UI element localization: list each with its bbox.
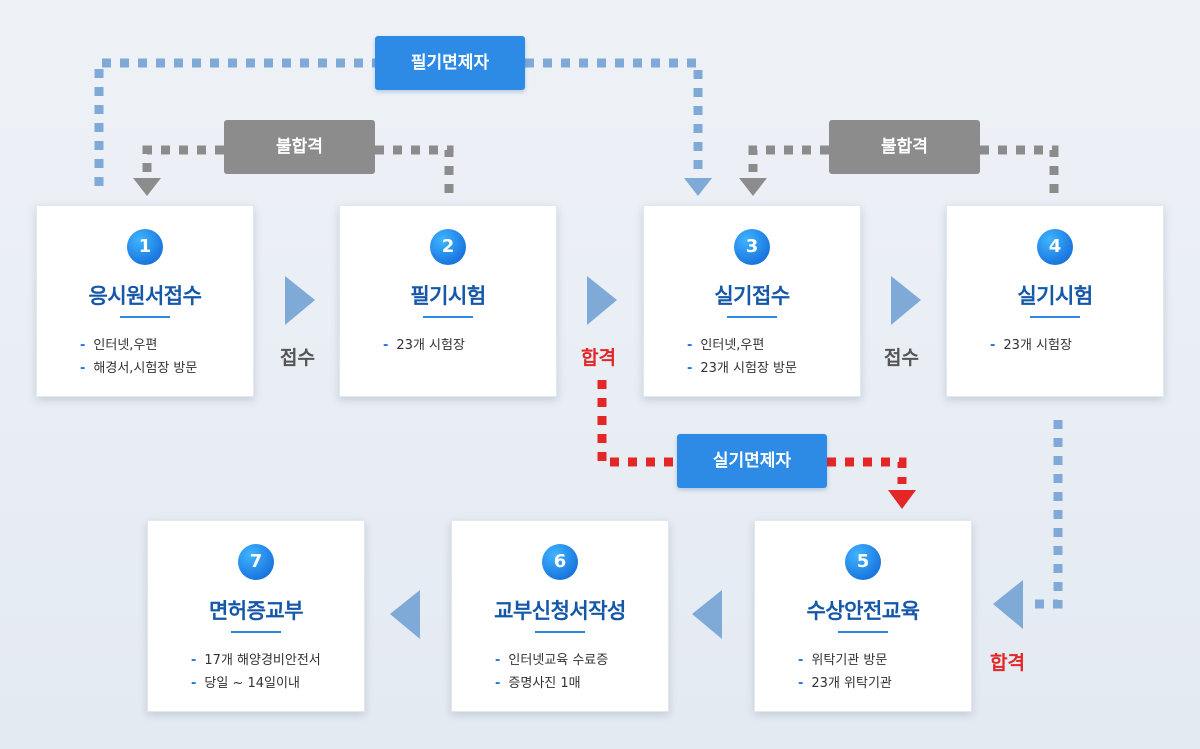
list-item: -인터넷,우편 (80, 338, 158, 353)
written-exempt-arrowhead (684, 178, 712, 196)
step-number-badge: 3 (734, 229, 770, 265)
step-title: 실기시험 (1017, 284, 1093, 308)
list-item-text: 인터넷,우편 (93, 338, 158, 353)
step-title: 수상안전교육 (806, 599, 920, 623)
step-detail-list: -인터넷교육 수료증 -증명사진 1매 (452, 649, 668, 695)
step-card-1: 1 응시원서접수 -인터넷,우편 -해경서,시험장 방문 (36, 205, 254, 397)
title-underline (727, 316, 777, 318)
step-number-badge: 7 (238, 544, 274, 580)
step-card-6: 6 교부신청서작성 -인터넷교육 수료증 -증명사진 1매 (451, 520, 669, 712)
list-item-text: 증명사진 1매 (508, 676, 581, 691)
title-underline (535, 631, 585, 633)
flow-arrow-3-4 (891, 276, 921, 325)
step-title: 응시원서접수 (88, 284, 202, 308)
list-item-text: 17개 해양경비안전서 (204, 653, 321, 668)
step-detail-list: -위탁기관 방문 -23개 위탁기관 (755, 649, 971, 695)
receipt-label-2: 접수 (884, 347, 919, 369)
step-number-badge: 5 (845, 544, 881, 580)
flow-arrow-4-5 (993, 580, 1023, 629)
list-item: -위탁기관 방문 (798, 653, 888, 668)
step-card-5: 5 수상안전교육 -위탁기관 방문 -23개 위탁기관 (754, 520, 972, 712)
step-title: 필기시험 (410, 284, 486, 308)
practical-exempt-box: 실기면제자 (677, 434, 827, 488)
list-item-text: 23개 시험장 방문 (700, 361, 797, 376)
list-item: -증명사진 1매 (495, 676, 581, 691)
fail-1-connector (142, 145, 454, 193)
step-number-badge: 2 (430, 229, 466, 265)
list-item-text: 23개 시험장 (1003, 338, 1072, 353)
title-underline (1030, 316, 1080, 318)
title-underline (231, 631, 281, 633)
flow-arrow-2-3 (587, 276, 617, 325)
step-number-badge: 4 (1037, 229, 1073, 265)
list-item: -17개 해양경비안전서 (191, 653, 321, 668)
list-item-text: 인터넷,우편 (700, 338, 765, 353)
list-item-text: 당일 ~ 14일이내 (204, 676, 300, 691)
step-card-2: 2 필기시험 -23개 시험장 (339, 205, 557, 397)
written-exempt-box: 필기면제자 (375, 36, 525, 90)
pass-label-2: 합격 (990, 652, 1025, 674)
list-item: -23개 시험장 (383, 338, 465, 353)
fail-box-1: 불합격 (224, 120, 375, 174)
list-item: -해경서,시험장 방문 (80, 361, 198, 376)
title-underline (423, 316, 473, 318)
step-card-4: 4 실기시험 -23개 시험장 (946, 205, 1164, 397)
list-item-text: 인터넷교육 수료증 (508, 653, 609, 668)
written-exempt-connector (94, 58, 703, 186)
list-item-text: 해경서,시험장 방문 (93, 361, 198, 376)
list-item: -23개 시험장 방문 (687, 361, 797, 376)
title-underline (120, 316, 170, 318)
title-underline (838, 631, 888, 633)
list-item: -23개 시험장 (990, 338, 1072, 353)
step-detail-list: -23개 시험장 (947, 334, 1163, 357)
list-item: -당일 ~ 14일이내 (191, 676, 300, 691)
list-item-text: 위탁기관 방문 (811, 653, 888, 668)
step-number-badge: 1 (127, 229, 163, 265)
list-item: -23개 위탁기관 (798, 676, 892, 691)
pass-label-1: 합격 (581, 347, 616, 369)
list-item-text: 23개 위탁기관 (811, 676, 892, 691)
list-item-text: 23개 시험장 (396, 338, 465, 353)
step-title: 실기접수 (714, 284, 790, 308)
step-detail-list: -인터넷,우편 -23개 시험장 방문 (644, 334, 860, 380)
fail-box-2: 불합격 (829, 120, 980, 174)
step-card-3: 3 실기접수 -인터넷,우편 -23개 시험장 방문 (643, 205, 861, 397)
step-detail-list: -인터넷,우편 -해경서,시험장 방문 (37, 334, 253, 380)
flow-arrow-1-2 (285, 276, 315, 325)
flow-arrow-6-7 (390, 590, 420, 639)
fail-1-arrowhead (133, 178, 161, 196)
fail-2-connector (748, 145, 1059, 193)
list-item: -인터넷,우편 (687, 338, 765, 353)
step-title: 교부신청서작성 (494, 599, 626, 623)
practical-exempt-connector (597, 380, 907, 484)
flow-arrow-5-6 (692, 590, 722, 639)
receipt-label-1: 접수 (280, 347, 315, 369)
step-card-7: 7 면허증교부 -17개 해양경비안전서 -당일 ~ 14일이내 (147, 520, 365, 712)
step-title: 면허증교부 (208, 599, 304, 623)
step-detail-list: -23개 시험장 (340, 334, 556, 357)
pass-2-connector (1030, 420, 1063, 609)
step-detail-list: -17개 해양경비안전서 -당일 ~ 14일이내 (148, 649, 364, 695)
fail-2-arrowhead (739, 178, 767, 196)
practical-exempt-arrowhead (888, 490, 916, 509)
list-item: -인터넷교육 수료증 (495, 653, 609, 668)
step-number-badge: 6 (542, 544, 578, 580)
